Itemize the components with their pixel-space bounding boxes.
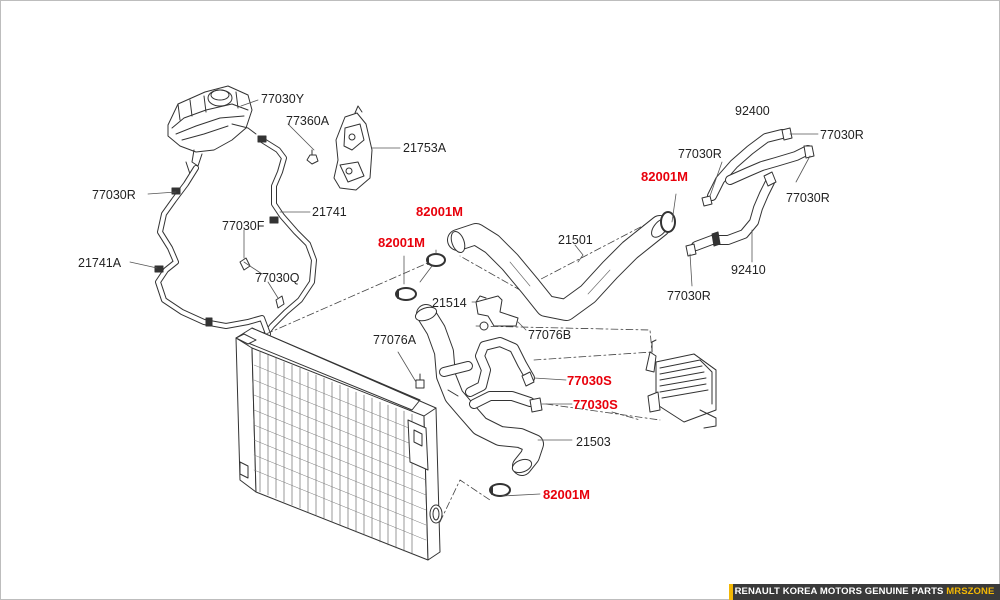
part-label-21753A: 21753A	[403, 141, 447, 155]
part-label-77030S-b: 77030S	[573, 397, 618, 412]
hose-21741A	[154, 165, 271, 337]
hose-21503	[414, 304, 544, 476]
part-label-92410: 92410	[731, 263, 766, 277]
clip-77030S-a	[521, 371, 535, 387]
part-label-82001M-d: 82001M	[543, 487, 590, 502]
hose-92400	[701, 127, 815, 207]
part-label-77360A: 77360A	[286, 114, 330, 128]
part-label-77030R-r3: 77030R	[786, 191, 830, 205]
bolt-77076A	[415, 373, 425, 389]
part-label-77076A: 77076A	[373, 333, 417, 347]
footer-accent	[729, 584, 733, 600]
bolt-77360A	[306, 149, 319, 165]
part-label-77030R-r2: 77030R	[678, 147, 722, 161]
part-label-77030R-r4: 77030R	[667, 289, 711, 303]
part-label-77030F: 77030F	[222, 219, 265, 233]
part-label-77076B: 77076B	[528, 328, 572, 342]
part-label-21503: 21503	[576, 435, 611, 449]
clip-77030F	[239, 229, 251, 271]
part-label-92400: 92400	[735, 104, 770, 118]
footer-banner: RENAULT KOREA MOTORS GENUINE PARTS MRSZO…	[729, 584, 1000, 600]
part-label-21501: 21501	[558, 233, 593, 247]
part-label-21741: 21741	[312, 205, 347, 219]
bracket-21753A	[333, 105, 373, 191]
part-label-77030R-left: 77030R	[92, 188, 136, 202]
clamp-82001M-b	[660, 211, 676, 233]
footer-text: RENAULT KOREA MOTORS GENUINE PARTS	[734, 586, 944, 597]
hose-21741	[257, 135, 317, 337]
radiator	[235, 327, 443, 561]
part-label-82001M-b: 82001M	[641, 169, 688, 184]
part-label-21741A: 21741A	[78, 256, 122, 270]
heat-exchanger	[645, 339, 717, 429]
clamp-82001M-a	[426, 253, 446, 267]
part-label-77030Y: 77030Y	[261, 92, 305, 106]
hose-branch	[465, 337, 535, 409]
part-label-77030R-r1: 77030R	[820, 128, 864, 142]
hose-92410	[685, 171, 777, 257]
hose-21501	[447, 215, 671, 321]
clip-77030Q	[267, 281, 285, 309]
bracket-21514	[475, 295, 519, 331]
part-label-77030S-a: 77030S	[567, 373, 612, 388]
clamp-82001M-c	[395, 287, 417, 301]
footer-brand: MRSZONE	[946, 586, 995, 597]
part-label-21514: 21514	[432, 296, 467, 310]
part-label-77030Q: 77030Q	[255, 271, 300, 285]
part-label-82001M-c: 82001M	[378, 235, 425, 250]
part-label-82001M-a: 82001M	[416, 204, 463, 219]
coolant-reservoir	[167, 85, 257, 175]
clip-77030S-b	[529, 397, 543, 413]
clamp-82001M-d	[489, 483, 511, 497]
